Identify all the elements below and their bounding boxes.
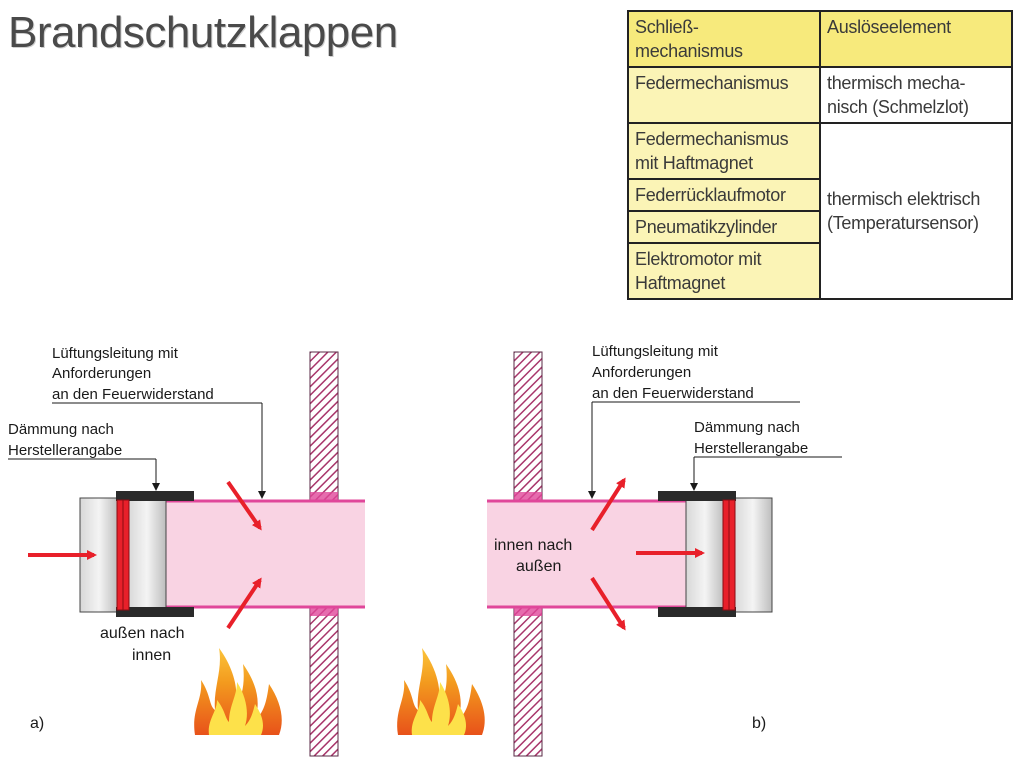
direction-label: innen nach — [494, 537, 572, 554]
duct-label: Lüftungsleitung mit — [52, 345, 179, 362]
svg-text:Herstellerangabe: Herstellerangabe — [8, 442, 122, 459]
svg-text:innen: innen — [132, 647, 171, 664]
table-row: Federmechanismus thermisch mecha- nisch … — [627, 66, 1013, 124]
table-row: Federmechanismus mit Haftmagnet thermisc… — [627, 122, 1013, 300]
table-cell-mechanism: Elektromotor mit Haftmagnet — [627, 242, 821, 300]
table-row: Pneumatikzylinder — [627, 210, 1012, 244]
table-cell-trigger: thermisch elektrisch (Temperatursensor) — [819, 122, 1013, 300]
ventilation-duct — [165, 501, 365, 607]
svg-text:außen: außen — [516, 558, 561, 575]
diagram-a: Lüftungsleitung mit Anforderungen an den… — [8, 345, 365, 757]
svg-text:an den Feuerwiderstand: an den Feuerwiderstand — [592, 385, 754, 402]
duct-label: Lüftungsleitung mit — [592, 343, 719, 360]
page-title: Brandschutzklappen — [8, 8, 398, 57]
table-row: Elektromotor mit Haftmagnet — [627, 242, 1012, 300]
svg-text:Anforderungen: Anforderungen — [52, 365, 151, 382]
insulation-label: Dämmung nach — [8, 421, 114, 438]
fire-icon — [194, 648, 282, 735]
airflow-arrow — [226, 480, 262, 531]
insulation — [658, 491, 736, 501]
svg-text:Anforderungen: Anforderungen — [592, 364, 691, 381]
fire-icon — [397, 648, 485, 735]
table-row: Federrücklaufmotor — [627, 178, 1012, 212]
caption-a: a) — [30, 715, 44, 732]
table-cell-trigger: thermisch mecha- nisch (Schmelzlot) — [819, 66, 1013, 124]
table-cell-mechanism: Federmechanismus — [627, 66, 821, 124]
svg-text:Herstellerangabe: Herstellerangabe — [694, 440, 808, 457]
insulation-label: Dämmung nach — [694, 419, 800, 436]
diagram-b: Lüftungsleitung mit Anforderungen an den… — [397, 343, 842, 757]
airflow-arrow — [590, 477, 626, 532]
direction-label: außen nach — [100, 625, 185, 642]
table-cell-mechanism: Federmechanismus mit Haftmagnet — [627, 122, 821, 180]
closing-mechanism-table: Schließ- mechanismus Auslöseelement Fede… — [627, 10, 1013, 300]
airflow-arrow — [226, 577, 262, 630]
table-header-cell: Schließ- mechanismus — [627, 10, 821, 68]
insulation — [116, 491, 194, 501]
table-header-cell: Auslöseelement — [819, 10, 1013, 68]
svg-text:an den Feuerwiderstand: an den Feuerwiderstand — [52, 386, 214, 403]
caption-b: b) — [752, 715, 766, 732]
table-cell-mechanism: Federrücklaufmotor — [627, 178, 821, 212]
airflow-arrow — [590, 576, 626, 631]
table-cell-mechanism: Pneumatikzylinder — [627, 210, 821, 244]
table-header-row: Schließ- mechanismus Auslöseelement — [627, 10, 1013, 68]
